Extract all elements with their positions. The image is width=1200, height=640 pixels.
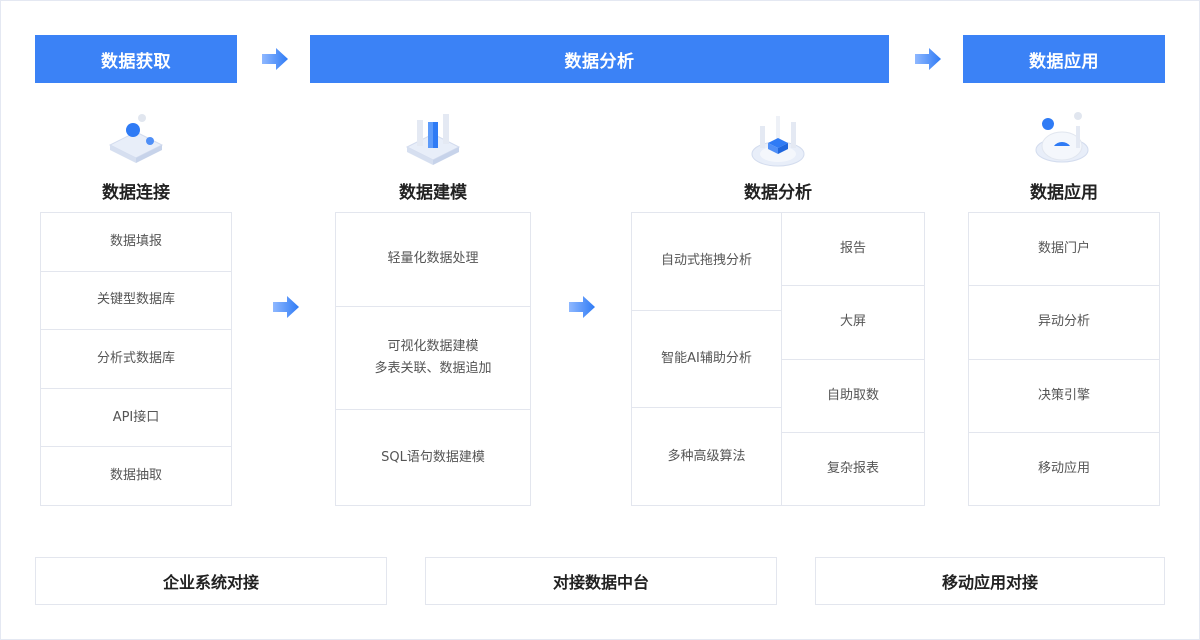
analysis-outputs: 报告 大屏 自助取数 复杂报表 — [782, 213, 924, 505]
list-item: 多种高级算法 — [632, 407, 781, 505]
list-item-line: 多表关联、数据追加 — [374, 361, 492, 376]
column-title-modeling: 数据建模 — [399, 183, 467, 203]
list-item: 数据门户 — [1037, 241, 1090, 257]
list-item: 关键型数据库 — [41, 270, 231, 330]
data-application-icon — [1035, 112, 1089, 163]
arrow-right-icon — [915, 48, 941, 70]
list-item: SQL语句数据建模 — [336, 409, 530, 505]
connect-list: 数据填报 关键型数据库 分析式数据库 API接口 数据抽取 — [40, 212, 232, 506]
list-item-line: 可视化数据建模 — [387, 339, 479, 354]
list-item: 分析式数据库 — [41, 329, 231, 388]
list-item: 智能AI辅助分析 — [632, 309, 781, 408]
list-item: 大屏 — [782, 285, 924, 358]
analysis-grid: 自动式拖拽分析 智能AI辅助分析 多种高级算法 报告 大屏 自助取数 复杂报表 — [631, 212, 925, 506]
column-title-application: 数据应用 — [1030, 183, 1098, 203]
list-item: 自动式拖拽分析 — [660, 253, 752, 269]
list-item: API接口 — [41, 387, 231, 447]
application-list: 数据门户 异动分析 决策引擎 移动应用 — [968, 212, 1160, 506]
arrow-right-icon — [273, 296, 299, 318]
stage-acquire-bar: 数据获取 — [35, 35, 237, 83]
stage-apply-bar: 数据应用 — [963, 35, 1165, 83]
list-item: 自助取数 — [782, 358, 924, 432]
list-item: 轻量化数据处理 — [336, 213, 530, 306]
data-analysis-icon — [751, 116, 805, 167]
column-title-analysis: 数据分析 — [744, 183, 812, 203]
list-item: 移动应用 — [969, 431, 1159, 505]
integration-mobile-box: 移动应用对接 — [815, 557, 1165, 605]
column-title-connect: 数据连接 — [102, 183, 170, 203]
arrow-right-icon — [569, 296, 595, 318]
integration-enterprise-box: 企业系统对接 — [35, 557, 387, 605]
integration-data-platform-box: 对接数据中台 — [425, 557, 777, 605]
stage-analyze-bar: 数据分析 — [310, 35, 889, 83]
arrow-right-icon — [262, 48, 288, 70]
data-connection-icon — [108, 114, 164, 163]
modeling-list: 轻量化数据处理 可视化数据建模 多表关联、数据追加 SQL语句数据建模 — [335, 212, 531, 506]
list-item: 报告 — [839, 241, 866, 257]
list-item: 可视化数据建模 多表关联、数据追加 — [336, 305, 530, 410]
list-item: 数据抽取 — [41, 446, 231, 505]
list-item: 决策引擎 — [969, 358, 1159, 432]
list-item: 数据填报 — [109, 233, 162, 249]
analysis-methods: 自动式拖拽分析 智能AI辅助分析 多种高级算法 — [632, 213, 782, 505]
data-modeling-icon — [405, 114, 461, 165]
list-item: 异动分析 — [969, 285, 1159, 358]
list-item: 复杂报表 — [782, 431, 924, 505]
list-item-line: SQL语句数据建模 — [381, 449, 485, 465]
list-item-line: 轻量化数据处理 — [387, 251, 479, 267]
